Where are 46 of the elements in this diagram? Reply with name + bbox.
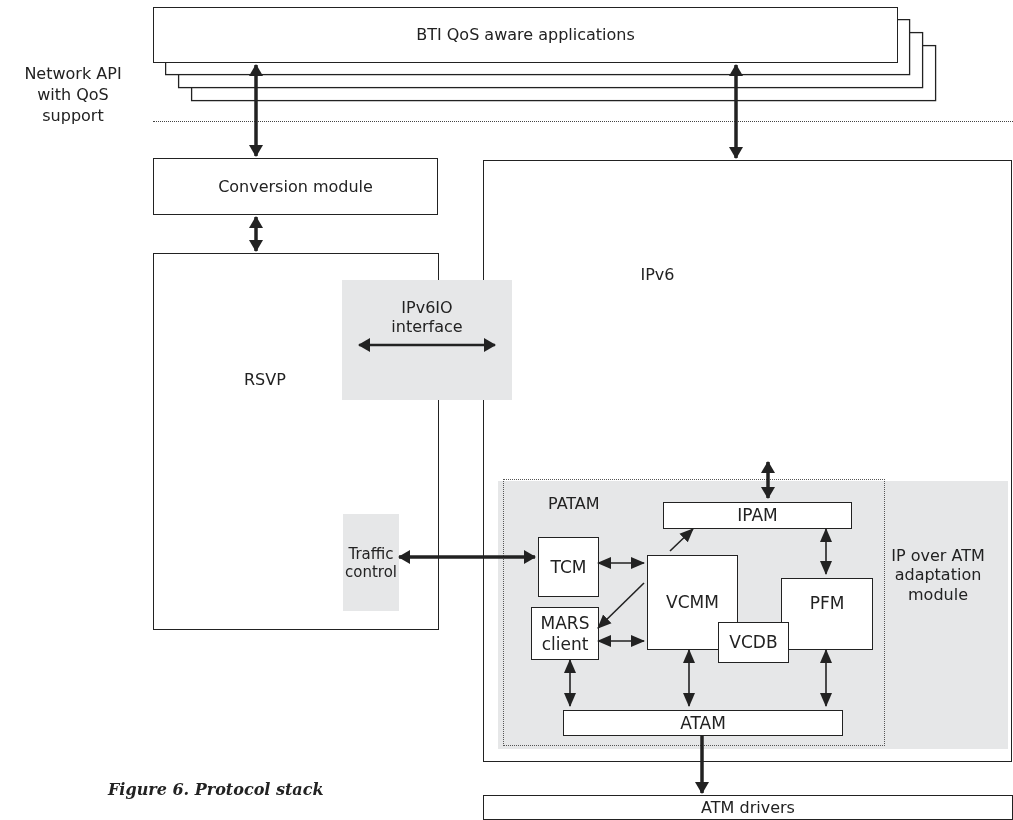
shaded-region [342, 280, 512, 400]
node-label: Conversion module [218, 176, 373, 197]
module-box [153, 158, 438, 215]
arrow [597, 635, 645, 647]
layer-label: Network API with QoS support [23, 64, 123, 127]
module-box [483, 160, 1012, 762]
node-label: ATAM [680, 712, 726, 734]
module-box [531, 607, 599, 660]
node-label: Traffic control [344, 544, 398, 581]
arrow [820, 528, 832, 575]
shaded-region [498, 481, 1008, 749]
arrow [683, 649, 695, 707]
node-label: RSVP [244, 370, 286, 390]
module-box [781, 578, 873, 650]
shaded-region [343, 514, 399, 611]
node-label: IP over ATM adaptation module [890, 546, 986, 604]
arrow [669, 528, 694, 552]
node-label: MARS client [539, 613, 591, 654]
node-label: IPAM [737, 505, 778, 526]
arrow [695, 736, 709, 794]
module-box [153, 7, 898, 63]
arrow [564, 659, 576, 707]
arrow [249, 216, 263, 252]
arrow [820, 649, 832, 707]
node-label: IPv6IO interface [390, 298, 464, 337]
arrow [729, 64, 743, 159]
node-label: TCM [550, 556, 587, 578]
node-label: VCMM [666, 592, 719, 613]
figure-caption: Figure 6. Protocol stack [108, 780, 324, 799]
module-box [483, 795, 1013, 820]
module-box [563, 710, 843, 736]
module-box [663, 502, 852, 529]
arrow [597, 582, 645, 629]
arrow [597, 557, 645, 569]
arrow [398, 550, 536, 564]
dotted-group-box [503, 479, 885, 746]
node-label: IPv6 [640, 265, 675, 285]
module-box [718, 622, 789, 663]
node-label: ATM drivers [701, 797, 795, 818]
node-label: BTI QoS aware applications [416, 25, 635, 45]
arrow [249, 64, 263, 157]
module-box [538, 537, 599, 597]
node-label: VCDB [729, 632, 778, 653]
node-label: PATAM [548, 494, 600, 514]
arrow [761, 461, 775, 499]
node-label: PFM [809, 593, 845, 614]
